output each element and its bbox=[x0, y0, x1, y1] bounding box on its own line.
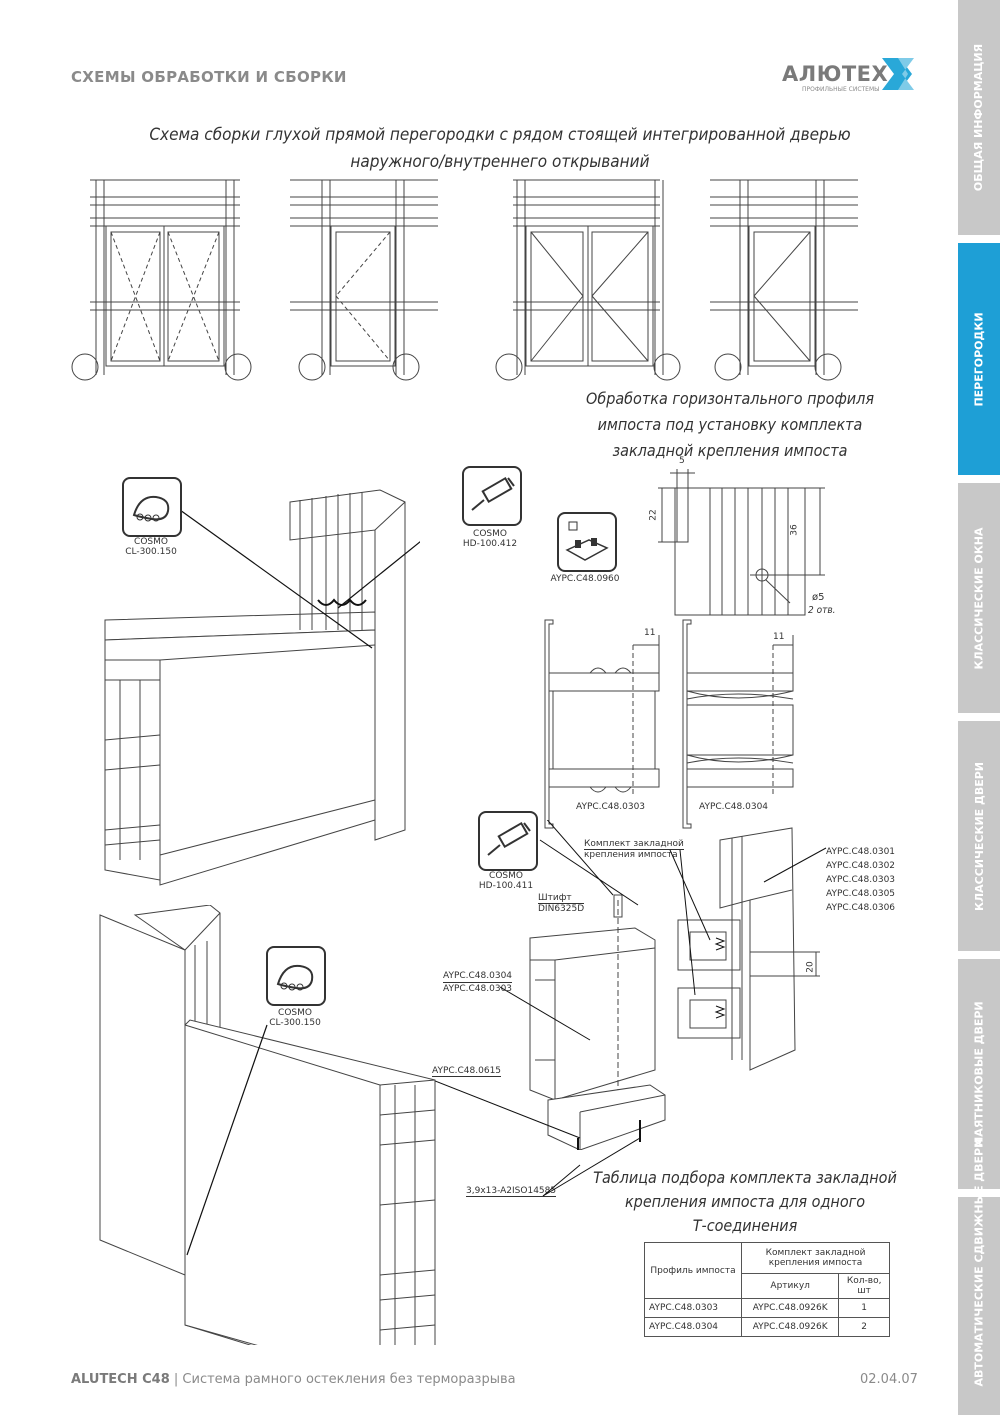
list-item: AYPC.C48.0305 bbox=[826, 889, 896, 899]
profile-0303-label: AYPC.C48.0303 bbox=[576, 802, 646, 812]
logo-mark-icon bbox=[882, 58, 914, 90]
dim-5-label: 5 bbox=[679, 456, 685, 466]
dim-36-label: 36 bbox=[789, 524, 800, 536]
tab-partitions[interactable]: ПЕРЕГОРОДКИ bbox=[958, 243, 1000, 475]
table-header-profile: Профиль импоста bbox=[644, 1242, 742, 1299]
page-number: 02.04.07 bbox=[860, 1372, 918, 1387]
logo-word: АЛЮТЕХ bbox=[782, 62, 889, 86]
logo-subtitle: ПРОФИЛЬНЫЕ СИСТЕМЫ bbox=[802, 86, 880, 93]
lower-leaders bbox=[430, 1078, 641, 1197]
dim-20-label: 20 bbox=[805, 961, 816, 973]
dim-11b-label: 11 bbox=[773, 632, 785, 642]
processing-title: Обработка горизонтального профиля импост… bbox=[586, 389, 874, 460]
tab-pendulum-doors[interactable]: МАЯТНИКОВЫЕ ДВЕРИ bbox=[958, 959, 1000, 1189]
profile-0615-label: AYPC.C48.0615 bbox=[432, 1066, 502, 1077]
tab-general-info[interactable]: ОБЩАЯ ИНФОРМАЦИЯ bbox=[958, 0, 1000, 235]
kit-selection-table: Профиль импоста Комплект закладной крепл… bbox=[644, 1242, 890, 1337]
table-title: Таблица подбора комплекта закладной креп… bbox=[593, 1168, 897, 1235]
sealant-gun-icon-2 bbox=[478, 811, 538, 871]
table-header-article: Артикул bbox=[740, 1273, 840, 1299]
tab-classic-windows[interactable]: КЛАССИЧЕСКИЕ ОКНА bbox=[958, 483, 1000, 713]
list-item: AYPC.C48.0301 bbox=[826, 847, 896, 857]
upper-profile-isometric bbox=[104, 489, 420, 886]
hole-diameter-label: ø5 bbox=[812, 592, 825, 603]
table-header-qty: Кол-во, шт bbox=[838, 1273, 890, 1299]
glue-icon bbox=[122, 477, 182, 537]
page-header-title: СХЕМЫ ОБРАБОТКИ И СБОРКИ bbox=[71, 68, 347, 86]
table-row: AYPC.C48.0304 AYPC.C48.0926K 2 bbox=[644, 1317, 890, 1337]
profile-0304-label: AYPC.C48.0304 bbox=[699, 802, 769, 812]
elevation-2 bbox=[290, 179, 438, 381]
tab-classic-doors[interactable]: КЛАССИЧЕСКИЕ ДВЕРИ bbox=[958, 721, 1000, 951]
footer: ALUTECH C48 | Система рамного остекления… bbox=[71, 1372, 516, 1387]
footer-separator: | bbox=[169, 1372, 183, 1387]
table-row: AYPC.C48.0303 AYPC.C48.0926K 1 bbox=[644, 1298, 890, 1318]
screw-label: 3,9x13-A2ISO14585 bbox=[466, 1186, 557, 1197]
mullion-assembly-drawing bbox=[529, 820, 827, 1150]
list-item: AYPC.C48.0302 bbox=[826, 861, 896, 871]
table-header-kit: Комплект закладной крепления импоста bbox=[741, 1242, 890, 1274]
glue-icon-2 bbox=[266, 946, 326, 1006]
door-elevations-drawing bbox=[71, 179, 858, 381]
processing-dimension-drawing bbox=[658, 469, 825, 616]
main-title: Схема сборки глухой прямой перегородки с… bbox=[149, 125, 851, 172]
footer-brand: ALUTECH C48 bbox=[71, 1372, 170, 1387]
sealant-gun-icon bbox=[462, 466, 522, 526]
profile-cross-sections bbox=[544, 619, 794, 829]
list-item: AYPC.C48.0306 bbox=[826, 903, 896, 913]
mounting-kit-icon bbox=[557, 512, 617, 572]
brand-logo: АЛЮТЕХ ПРОФИЛЬНЫЕ СИСТЕМЫ bbox=[782, 52, 922, 96]
elevation-3 bbox=[495, 179, 681, 381]
kit-code-label: AYPC.C48.0960 bbox=[550, 574, 620, 584]
holes-count-label: 2 отв. bbox=[808, 605, 836, 616]
list-item: AYPC.C48.0303 bbox=[826, 875, 896, 885]
left-list-leader bbox=[499, 986, 591, 1041]
dim-11a-label: 11 bbox=[644, 628, 656, 638]
tab-automatic-sliding-doors[interactable]: АВТОМАТИЧЕСКИЕ СДВИЖНЫЕ ДВЕРИ bbox=[958, 1138, 1000, 1415]
elevation-1 bbox=[71, 179, 252, 381]
footer-text: Система рамного остекления без терморазр… bbox=[182, 1372, 516, 1387]
profiles-list-right: AYPC.C48.0301 AYPC.C48.0302 AYPC.C48.030… bbox=[826, 845, 895, 915]
dim-22-label: 22 bbox=[648, 509, 659, 521]
lower-partition-isometric bbox=[99, 905, 436, 1345]
elevation-4 bbox=[710, 179, 858, 381]
